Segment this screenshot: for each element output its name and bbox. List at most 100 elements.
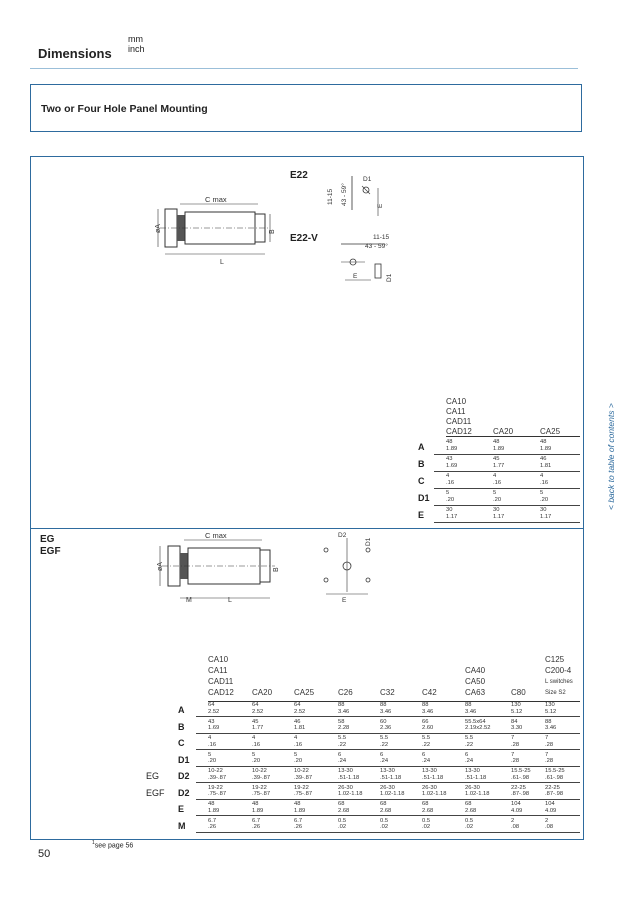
e22v-e-label: E xyxy=(353,273,358,280)
table2-cell: 13-30.51-1.18 xyxy=(422,768,443,781)
e22-angle-a-label: 11-15 xyxy=(327,188,334,205)
table2-cell: 5.5.22 xyxy=(380,735,388,748)
cell-inch: .20 xyxy=(294,758,303,764)
cell-inch: .61-.98 xyxy=(545,774,564,781)
cell-inch: 3.46 xyxy=(380,708,392,715)
table2-cell: 0.5.02 xyxy=(465,818,473,831)
cell-metric: 6 xyxy=(465,751,469,758)
cell-metric: 5 xyxy=(493,490,497,496)
cell-metric: 5.5 xyxy=(380,735,389,741)
cell-inch: 1.17 xyxy=(446,513,458,520)
cell-metric: 43 xyxy=(208,718,215,725)
cell-inch: .02 xyxy=(465,824,474,830)
eg-d2-label: D2 xyxy=(338,532,347,539)
eg-panel xyxy=(30,528,584,840)
cell-inch: 1.17 xyxy=(493,513,505,520)
cell-metric: 4 xyxy=(252,735,256,741)
cell-inch: .02 xyxy=(422,824,431,830)
back-to-contents-link[interactable]: < back to table of contents > xyxy=(606,403,616,510)
cell-inch: .51-1.18 xyxy=(338,774,360,781)
cell-metric: 26-30 xyxy=(465,784,480,791)
cell-metric: 4 xyxy=(294,735,298,741)
cell-inch: 1.02-1.18 xyxy=(380,791,405,797)
eg-switch-drawing: C max øA B M L xyxy=(157,531,280,604)
cell-inch: .75-.87 xyxy=(208,791,227,797)
page-number: 50 xyxy=(38,848,51,860)
table2-cell: 0.5.02 xyxy=(422,818,430,831)
table2-col-heading: L switches xyxy=(545,679,573,685)
table1-row-label: D1 xyxy=(418,493,430,503)
cell-inch: 2.19x2.52 xyxy=(465,725,491,731)
cell-inch: 2.52 xyxy=(252,708,264,715)
eg-e-label: E xyxy=(342,597,347,604)
table2-cell: 0.5.02 xyxy=(338,818,346,831)
cell-metric: 30 xyxy=(446,507,453,513)
cell-inch: 2.52 xyxy=(294,708,306,715)
table2-cell: 5.5.22 xyxy=(465,735,473,748)
table2-col-heading: CA11 xyxy=(208,666,228,675)
cell-metric: 15.5-25 xyxy=(511,768,531,774)
footnote: 1see page 56 xyxy=(92,840,134,850)
table2-row-rule xyxy=(196,831,580,833)
cell-inch: 3.30 xyxy=(511,725,523,731)
cell-metric: 22-25 xyxy=(511,784,526,791)
table2-cell: 6.24 xyxy=(338,752,346,765)
table2-row-prefix: EGF xyxy=(146,787,165,798)
cell-metric: 6 xyxy=(380,751,384,758)
cell-inch: 2.68 xyxy=(422,807,434,814)
e22-cmax-label: C max xyxy=(205,195,227,204)
cell-inch: .51-1.18 xyxy=(380,774,402,781)
table2-cell: 22-25.87-.98 xyxy=(511,785,529,798)
cell-inch: 3.46 xyxy=(465,708,477,715)
cell-inch: .24 xyxy=(422,758,431,764)
cell-inch: .16 xyxy=(540,479,549,486)
cell-metric: 13-30 xyxy=(465,768,480,774)
cell-metric: 43 xyxy=(446,456,453,462)
e22-d1-label: D1 xyxy=(363,176,372,183)
cell-inch: .51-1.18 xyxy=(465,774,487,781)
cell-metric: 7 xyxy=(511,735,515,741)
cell-inch: .28 xyxy=(511,758,520,764)
cell-metric: 6.7 xyxy=(252,817,261,824)
cell-inch: 5.12 xyxy=(511,708,523,715)
table2-row-label: D2 xyxy=(178,787,190,798)
cell-inch: 2.60 xyxy=(422,725,434,731)
cell-inch: .20 xyxy=(208,758,217,764)
cell-inch: .24 xyxy=(380,758,389,764)
cell-metric: 88 xyxy=(380,702,387,708)
cell-metric: 48 xyxy=(294,801,301,807)
table2-cell: 4.16 xyxy=(208,735,216,748)
table1-row-label: B xyxy=(418,459,425,469)
table2-cell: 19-22.75-.87 xyxy=(208,785,226,798)
cell-metric: 26-30 xyxy=(422,784,437,791)
cell-metric: 26-30 xyxy=(380,784,395,791)
cell-inch: .24 xyxy=(338,758,347,764)
cell-inch: .75-.87 xyxy=(252,791,271,797)
table1-header-rule xyxy=(446,436,580,437)
cell-metric: 84 xyxy=(511,718,518,725)
cell-inch: .16 xyxy=(446,479,455,486)
cell-metric: 64 xyxy=(208,702,215,708)
table1-row-rule xyxy=(434,505,580,506)
table1-cell: 4.16 xyxy=(446,473,454,486)
cell-metric: 10-22 xyxy=(294,768,309,774)
table2-cell: 13-30.51-1.18 xyxy=(338,768,359,781)
cell-metric: 68 xyxy=(465,801,472,807)
e22v-angle-b-label: 43 - 59° xyxy=(365,242,388,250)
e22-switch-drawing: C max øA B L xyxy=(155,195,276,266)
